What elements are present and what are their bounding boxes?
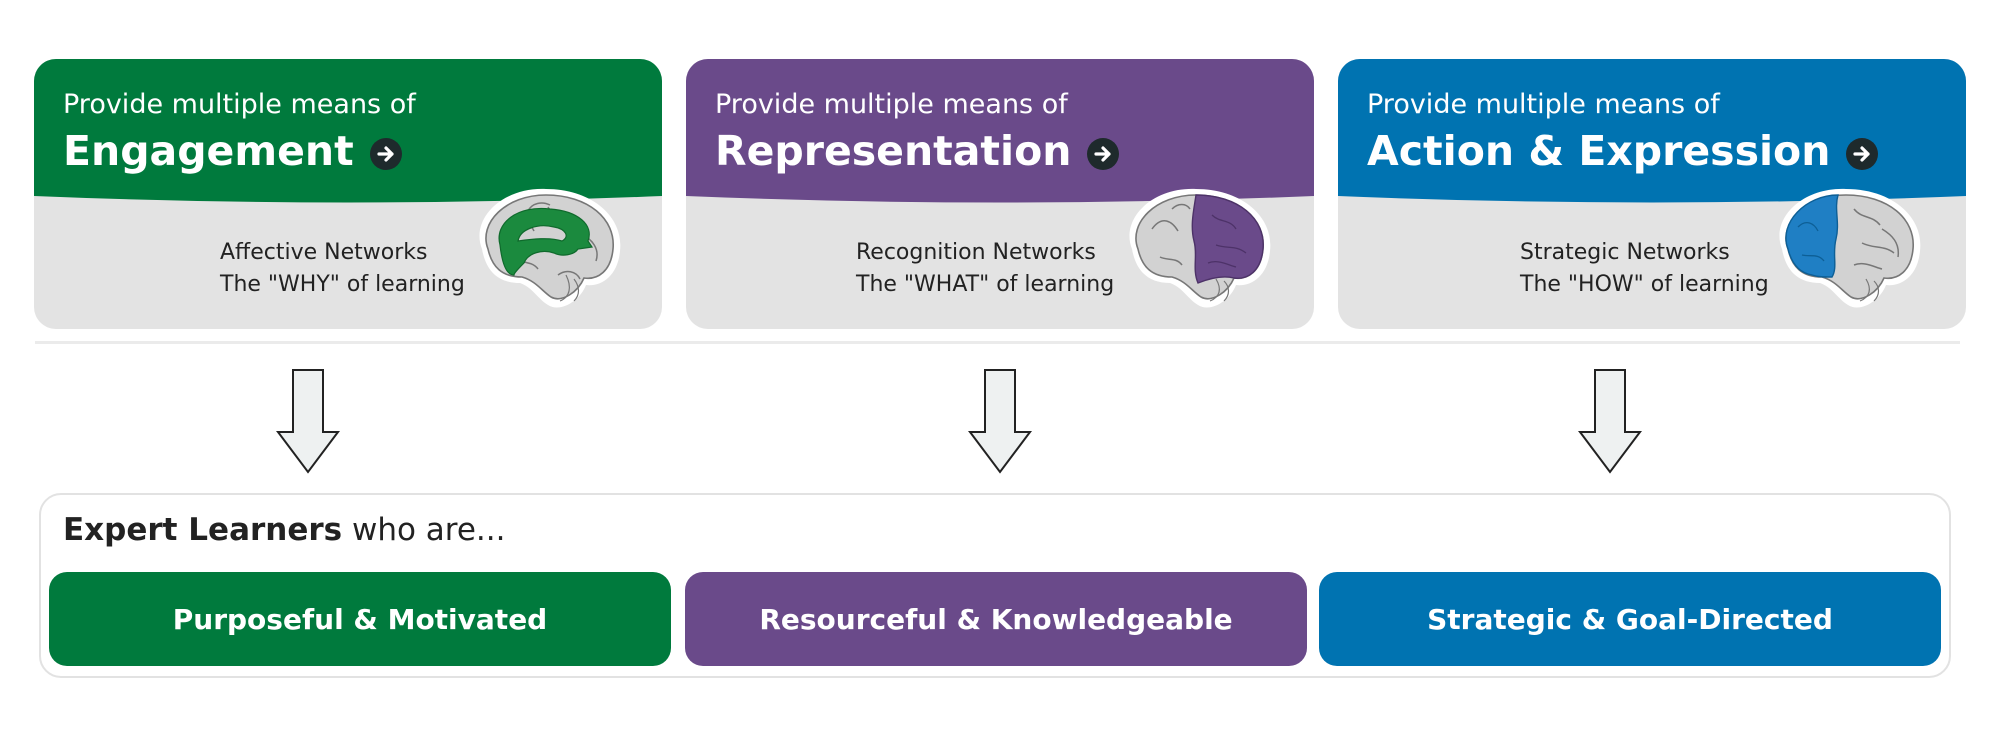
card-header: Provide multiple means of Action & Expre… (1338, 59, 1966, 209)
expert-learners-panel: Expert Learners who are... Purposeful & … (39, 493, 1951, 678)
card-title[interactable]: Engagement (63, 127, 402, 175)
card-subtitle: Provide multiple means of (1367, 89, 1720, 120)
network-name: Recognition Networks (856, 240, 1096, 265)
purposeful-motivated-pill: Purposeful & Motivated (49, 572, 671, 666)
engagement-card[interactable]: Provide multiple means of Engagement Aff… (34, 59, 662, 329)
brain-icon (1129, 188, 1271, 308)
brain-icon (479, 188, 621, 308)
network-description: Affective Networks The "WHY" of learning (220, 237, 465, 301)
arrow-right-icon[interactable] (369, 138, 402, 170)
network-purpose: The "WHY" of learning (220, 272, 465, 297)
strategic-goal-directed-pill: Strategic & Goal-Directed (1319, 572, 1941, 666)
expert-learners-title: Expert Learners who are... (63, 512, 505, 548)
network-description: Recognition Networks The "WHAT" of learn… (856, 237, 1114, 301)
brain-icon (1779, 188, 1921, 308)
card-title[interactable]: Representation (715, 127, 1120, 175)
network-name: Strategic Networks (1520, 240, 1730, 265)
expert-learners-rest: who are... (342, 512, 506, 548)
down-arrow-icon (276, 369, 340, 474)
card-title-text: Engagement (63, 127, 354, 175)
card-title-text: Action & Expression (1367, 127, 1831, 175)
down-arrow-icon (1578, 369, 1642, 474)
network-name: Affective Networks (220, 240, 428, 265)
separator-line (35, 341, 1960, 344)
expert-learners-bold: Expert Learners (63, 512, 343, 548)
arrow-right-icon[interactable] (1846, 138, 1879, 170)
card-header: Provide multiple means of Representation (686, 59, 1314, 209)
card-title-text: Representation (715, 127, 1072, 175)
representation-card[interactable]: Provide multiple means of Representation… (686, 59, 1314, 329)
card-subtitle: Provide multiple means of (63, 89, 416, 120)
card-subtitle: Provide multiple means of (715, 89, 1068, 120)
network-purpose: The "HOW" of learning (1520, 272, 1769, 297)
network-purpose: The "WHAT" of learning (856, 272, 1115, 297)
down-arrow-icon (968, 369, 1032, 474)
resourceful-knowledgeable-pill: Resourceful & Knowledgeable (685, 572, 1307, 666)
action-expression-card[interactable]: Provide multiple means of Action & Expre… (1338, 59, 1966, 329)
network-description: Strategic Networks The "HOW" of learning (1520, 237, 1769, 301)
card-header: Provide multiple means of Engagement (34, 59, 662, 209)
card-title[interactable]: Action & Expression (1367, 127, 1879, 175)
arrow-right-icon[interactable] (1087, 138, 1120, 170)
